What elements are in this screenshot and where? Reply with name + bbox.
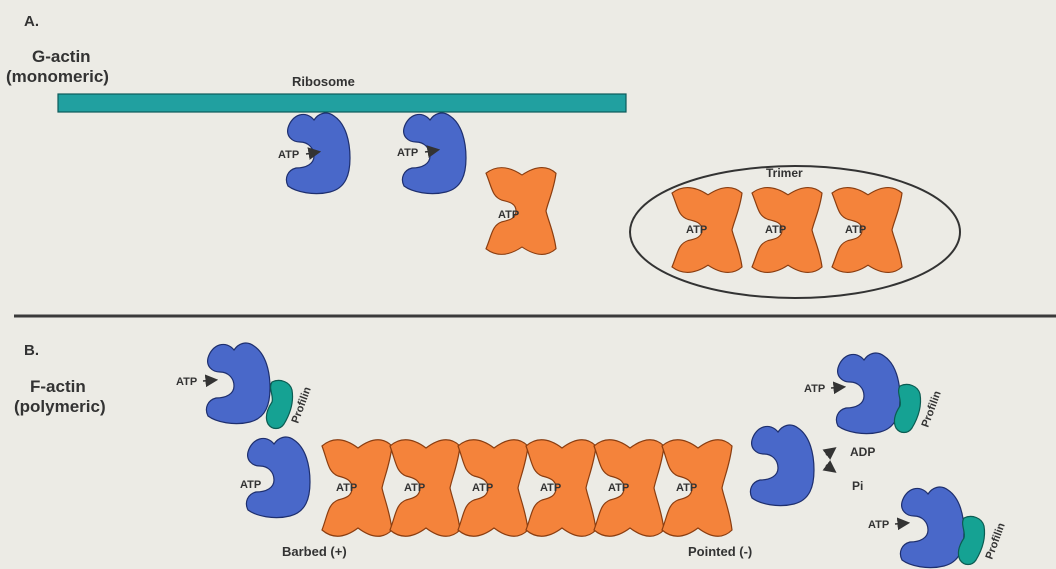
panel-a-title-line2: (monomeric) [6, 67, 109, 86]
profilin-label: Profilin [290, 385, 314, 425]
adp-arrow-icon [826, 449, 834, 455]
profilin [894, 384, 920, 432]
profilin-label: Profilin [920, 389, 944, 429]
atp-label: ATP [845, 224, 866, 236]
pi-label: Pi [852, 479, 863, 493]
g-actin-monomer [836, 353, 900, 434]
atp-label: ATP [868, 519, 889, 531]
pointed-end-label: Pointed (-) [688, 544, 752, 559]
g-actin-monomer [246, 437, 310, 518]
atp-label: ATP [278, 149, 299, 161]
profilin-label: Profilin [984, 521, 1008, 561]
atp-label: ATP [676, 482, 697, 494]
filament: ATP ATP ATP ATP ATP ATP [322, 440, 732, 536]
panel-b-title-line2: (polymeric) [14, 397, 106, 416]
atp-label: ATP [240, 479, 261, 491]
barbed-end-label: Barbed (+) [282, 544, 347, 559]
atp-label: ATP [608, 482, 629, 494]
atp-arrow-icon [895, 523, 907, 524]
atp-arrow-icon [203, 380, 215, 381]
atp-label: ATP [472, 482, 493, 494]
ribosome-bar [58, 94, 626, 112]
atp-label: ATP [765, 224, 786, 236]
atp-label: ATP [540, 482, 561, 494]
pi-arrow-icon [826, 465, 834, 471]
adp-label: ADP [850, 445, 875, 459]
g-actin-monomer [900, 487, 964, 568]
panel-a-title-line1: G-actin [32, 47, 91, 66]
panel-a-letter: A. [24, 13, 39, 30]
atp-label: ATP [498, 209, 519, 221]
atp-label: ATP [336, 482, 357, 494]
f-actin-subunit [486, 168, 556, 255]
profilin [958, 516, 984, 564]
g-actin-monomer [206, 343, 270, 424]
atp-label: ATP [804, 383, 825, 395]
atp-label: ATP [397, 147, 418, 159]
trimer-label: Trimer [766, 166, 803, 180]
atp-arrow-icon [831, 387, 843, 388]
ribosome-label: Ribosome [292, 74, 355, 89]
trimer-subunit [752, 188, 822, 273]
atp-label: ATP [404, 482, 425, 494]
panel-b-letter: B. [24, 342, 39, 359]
atp-label: ATP [686, 224, 707, 236]
panel-b-title-line1: F-actin [30, 377, 86, 396]
atp-label: ATP [176, 376, 197, 388]
trimer-subunit [832, 188, 902, 273]
g-actin-monomer [750, 425, 814, 506]
